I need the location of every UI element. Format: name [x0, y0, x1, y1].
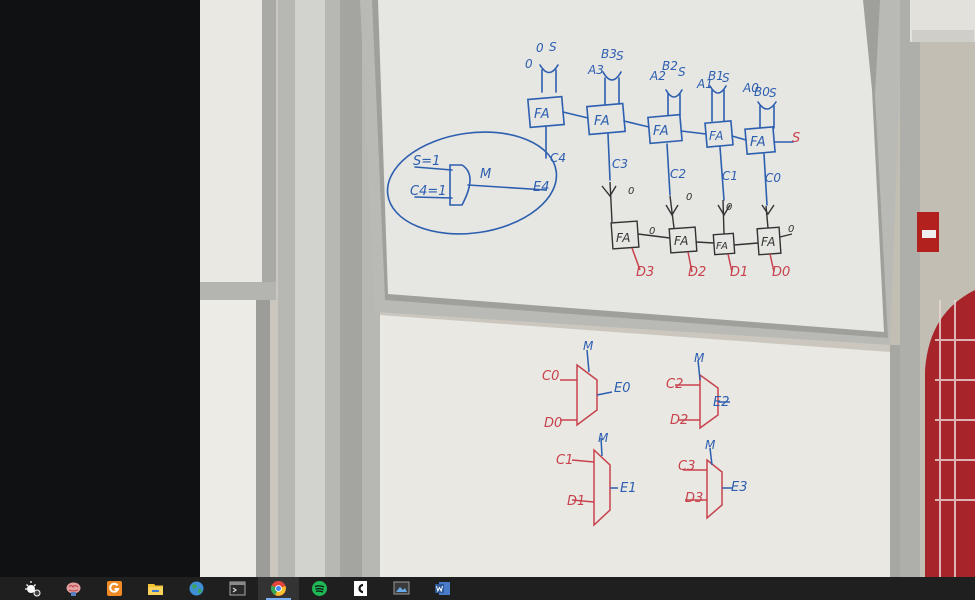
input-b0-label: B0 — [754, 85, 770, 99]
input-a2-label: A2 — [649, 69, 666, 83]
mux2-d-label: D2 — [670, 413, 688, 428]
terminal-icon — [229, 581, 246, 596]
screen-capture-button[interactable] — [381, 577, 422, 600]
input-a0-label: A0 — [742, 81, 759, 95]
gate-output-e4: E4 — [533, 180, 550, 195]
input-a3-label: A3 — [587, 63, 604, 77]
mux1-d-label: D1 — [567, 494, 585, 509]
mux3-d-label: D3 — [685, 491, 703, 506]
c-app-icon — [354, 581, 367, 596]
mux0-c-label: C0 — [542, 369, 559, 384]
terminal-button[interactable] — [217, 577, 258, 600]
file-explorer-icon — [148, 584, 163, 595]
mux1-c-label: C1 — [556, 453, 573, 468]
whiteboard-scene: 0 S 0 A3 B3 S A2 B2 S A1 B1 S A0 B0 S FA… — [200, 0, 975, 577]
spotify-icon — [312, 581, 327, 596]
input-s0-label: S — [769, 86, 777, 100]
globe-app-button[interactable] — [176, 577, 217, 600]
output-d3: D3 — [636, 265, 654, 280]
input-a1-label: A1 — [696, 77, 713, 91]
g-app-button[interactable] — [94, 577, 135, 600]
fa-top-1: FA — [653, 124, 669, 139]
carry-c2: C2 — [670, 167, 686, 181]
output-d2: D2 — [688, 265, 706, 280]
black-side-panel — [0, 0, 200, 577]
fa-top-3: FA — [534, 107, 550, 122]
g-app-icon — [107, 581, 122, 596]
input-s2-label: S — [678, 65, 686, 79]
input-s1-label: S — [722, 71, 730, 85]
weather-button[interactable] — [12, 577, 53, 600]
word-button[interactable] — [422, 577, 463, 600]
small-zero-3: 0 — [686, 192, 692, 203]
mux1-m-label: M — [598, 431, 609, 445]
input-s3-label: S — [616, 49, 624, 63]
chrome-icon — [270, 581, 286, 596]
brain-app-button[interactable] — [53, 577, 94, 600]
fa-bottom-2: FA — [674, 234, 688, 248]
input-s-label: S — [549, 40, 557, 54]
small-zero-5: 0 — [788, 224, 794, 235]
side-s-label: S — [792, 131, 800, 146]
carry-c1: C1 — [722, 169, 738, 183]
input-b2-label: B2 — [662, 59, 678, 73]
input-b1-label: B1 — [708, 69, 724, 83]
fa-top-extra: FA — [750, 135, 766, 150]
fa-bottom-1: FA — [716, 241, 728, 252]
mux0-m-label: M — [583, 339, 594, 353]
spotify-button[interactable] — [299, 577, 340, 600]
mux0-d-label: D0 — [544, 416, 562, 431]
mux2-m-label: M — [694, 351, 705, 365]
mux2-c-label: C2 — [666, 377, 683, 392]
word-icon — [435, 582, 450, 595]
carry-c4: C4 — [550, 151, 566, 165]
carry-c3: C3 — [612, 157, 628, 171]
whiteboard-photo: 0 S 0 A3 B3 S A2 B2 S A1 B1 S A0 B0 S FA… — [200, 0, 975, 577]
file-explorer-button[interactable] — [135, 577, 176, 600]
mux3-m-label: M — [705, 438, 716, 452]
fa-bottom-0: FA — [761, 235, 775, 249]
fa-bottom-3: FA — [616, 231, 630, 245]
globe-app-icon — [189, 581, 204, 596]
output-d0: D0 — [772, 265, 790, 280]
input-b3-label: B3 — [601, 47, 617, 61]
small-zero-1: 0 — [628, 186, 634, 197]
screen-capture-icon — [393, 581, 410, 595]
mux3-c-label: C3 — [678, 459, 695, 474]
c-app-button[interactable] — [340, 577, 381, 600]
mux0-out: E0 — [614, 381, 631, 396]
input-0-label: 0 — [536, 41, 544, 55]
mux2-out: E2 — [713, 395, 730, 410]
gate-output-m: M — [480, 167, 491, 182]
mux1-out: E1 — [620, 481, 637, 496]
input-zero-left: 0 — [525, 57, 533, 71]
gate-input-c4: C4=1 — [410, 184, 447, 199]
mux3-out: E3 — [731, 480, 748, 495]
fa-top-0: FA — [709, 129, 723, 143]
fa-top-2: FA — [594, 114, 610, 129]
gate-input-s: S=1 — [413, 154, 440, 169]
carry-c0: C0 — [765, 171, 781, 185]
brain-app-icon — [66, 582, 81, 596]
small-zero-4: 0 — [726, 202, 732, 213]
chrome-button[interactable] — [258, 577, 299, 600]
small-zero-2: 0 — [649, 226, 655, 237]
output-d1: D1 — [730, 265, 748, 280]
weather-icon — [25, 581, 41, 597]
taskbar — [0, 577, 975, 600]
